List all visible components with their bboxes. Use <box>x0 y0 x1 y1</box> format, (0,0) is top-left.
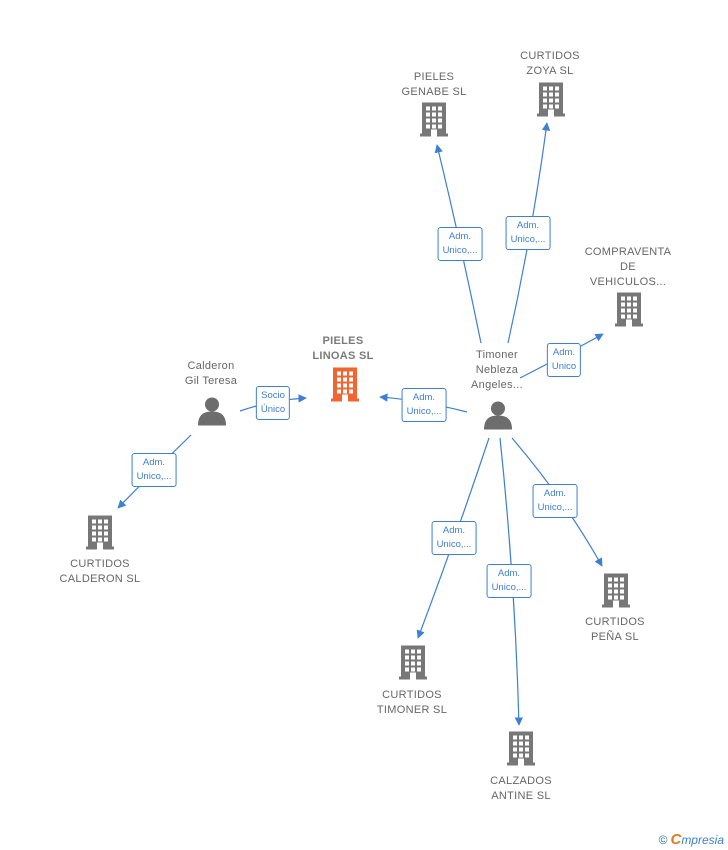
edge-label-calderon-to-curtidos-calderon[interactable]: Adm. Unico,... <box>131 453 177 487</box>
node-label-calzados-antine[interactable]: CALZADOS ANTINE SL <box>490 774 552 804</box>
edge-label-timoner-to-pieles-linoas[interactable]: Adm. Unico,... <box>401 388 447 422</box>
edges-layer <box>117 122 604 726</box>
building-icon[interactable] <box>615 292 643 332</box>
edge-label-timoner-to-calzados-antine[interactable]: Adm. Unico,... <box>486 564 532 598</box>
node-label-line: CALDERON SL <box>59 573 141 585</box>
building-icon[interactable] <box>420 102 448 142</box>
node-label-line: CURTIDOS <box>520 50 580 62</box>
edge-label-line: Único <box>260 404 286 415</box>
person-icon[interactable] <box>483 400 513 435</box>
node-label-line: Gil Teresa <box>184 375 238 387</box>
node-label-line: ZOYA SL <box>526 65 574 77</box>
edge-label-line: Adm. <box>516 220 540 231</box>
node-label-curtidos-timoner[interactable]: CURTIDOS TIMONER SL <box>377 688 447 718</box>
node-label-line: VEHICULOS... <box>589 276 667 288</box>
node-label-line: Timoner <box>475 349 519 361</box>
node-label-line: CURTIDOS <box>70 558 130 570</box>
node-label-line: PIELES <box>322 335 364 347</box>
person-icon[interactable] <box>197 396 227 431</box>
copyright-symbol: © <box>658 833 668 847</box>
edge-label-timoner-to-compraventa[interactable]: Adm. Unico <box>546 343 582 377</box>
edge-label-line: Adm. <box>442 525 466 536</box>
node-label-curtidos-zoya[interactable]: CURTIDOS ZOYA SL <box>520 49 580 79</box>
node-label-line: ANTINE SL <box>491 790 551 802</box>
building-icon[interactable] <box>602 573 630 613</box>
edge-label-line: Unico <box>551 361 577 372</box>
edge-label-timoner-to-pieles-genabe[interactable]: Adm. Unico,... <box>437 227 483 261</box>
building-icon[interactable] <box>537 82 565 122</box>
building-icon[interactable] <box>331 367 359 407</box>
edge-label-line: Unico,... <box>510 234 546 245</box>
edge-label-line: Unico,... <box>406 406 442 417</box>
footer-brand: ©Cmpresia <box>659 831 724 848</box>
node-label-line: COMPRAVENTA <box>584 246 672 258</box>
node-label-pieles-genabe[interactable]: PIELES GENABE SL <box>401 70 466 100</box>
building-icon[interactable] <box>86 515 114 555</box>
edge-label-line: Unico,... <box>136 471 172 482</box>
edge-label-line: Adm. <box>552 347 576 358</box>
node-label-line: PEÑA SL <box>591 631 639 643</box>
edge-label-line: Unico,... <box>442 245 478 256</box>
node-label-curtidos-pena[interactable]: CURTIDOS PEÑA SL <box>585 615 645 645</box>
node-label-curtidos-calderon[interactable]: CURTIDOS CALDERON SL <box>60 557 141 587</box>
building-icon[interactable] <box>399 645 427 685</box>
building-icon[interactable] <box>507 731 535 771</box>
node-label-line: DE <box>620 261 636 273</box>
edge-label-line: Socio <box>261 390 285 401</box>
edge-label-line: Adm. <box>142 457 166 468</box>
edge-label-timoner-to-curtidos-timoner[interactable]: Adm. Unico,... <box>431 521 477 555</box>
node-label-line: Calderon <box>187 360 235 372</box>
node-label-line: CALZADOS <box>490 775 552 787</box>
edge-label-line: Adm. <box>412 392 436 403</box>
node-label-line: CURTIDOS <box>585 616 645 628</box>
node-label-line: CURTIDOS <box>382 689 442 701</box>
edge-label-line: Unico,... <box>537 502 573 513</box>
edge-label-timoner-to-curtidos-zoya[interactable]: Adm. Unico,... <box>505 216 551 250</box>
node-label-line: LINOAS SL <box>312 350 374 362</box>
brand-name: mpresia <box>681 833 724 847</box>
edge-label-line: Unico,... <box>436 539 472 550</box>
node-label-line: Angeles... <box>471 379 523 391</box>
brand-initial: C <box>670 831 682 848</box>
edge-label-line: Unico,... <box>491 582 527 593</box>
edge-label-line: Adm. <box>497 568 521 579</box>
node-label-line: TIMONER SL <box>376 704 448 716</box>
node-label-pieles-linoas[interactable]: PIELES LINOAS SL <box>312 334 373 364</box>
edge-label-line: Adm. <box>543 488 567 499</box>
edge-label-line: Adm. <box>448 231 472 242</box>
node-label-line: Nebleza <box>475 364 519 376</box>
node-label-line: PIELES <box>413 71 455 83</box>
edge-label-timoner-to-curtidos-pena[interactable]: Adm. Unico,... <box>532 484 578 518</box>
node-label-compraventa[interactable]: COMPRAVENTA DE VEHICULOS... <box>585 245 672 290</box>
node-label-line: GENABE SL <box>401 86 467 98</box>
